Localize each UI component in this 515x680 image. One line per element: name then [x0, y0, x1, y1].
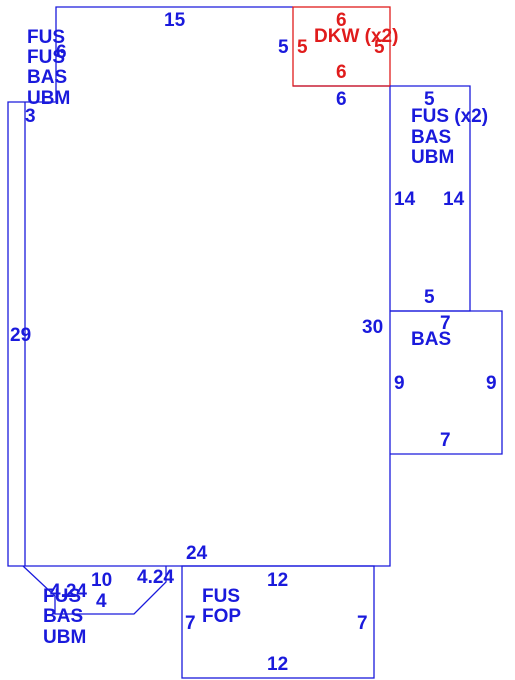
right-lower-area [390, 310, 503, 455]
dim-deck-bottom: 6 [336, 62, 347, 83]
deck-dimension-labels: 6 5 5 6 [297, 10, 385, 83]
main-area-codes: FUS FUS BAS UBM [27, 27, 70, 109]
main-area-outline [7, 6, 391, 567]
bottom-left-codes: FUS BAS UBM [43, 586, 86, 648]
right-lower-codes: BAS [411, 329, 451, 350]
dim-deck-left: 5 [297, 37, 308, 58]
bottom-left-code-2: BAS [43, 606, 83, 627]
bottom-left-code-1: FUS [43, 586, 81, 607]
dim-right-upper-right: 14 [443, 189, 465, 210]
dim-main-left: 29 [10, 325, 31, 346]
dim-main-upper-left-step: 3 [25, 106, 36, 127]
dim-porch-bottom: 12 [267, 654, 288, 675]
dim-porch-top: 12 [267, 570, 288, 591]
dim-right-lower-bottom: 7 [440, 430, 451, 451]
dim-bottom-left-d: 4.24 [137, 567, 174, 588]
main-code-3: BAS [27, 67, 67, 88]
dim-right-lower-left: 9 [394, 373, 405, 394]
dim-bottom-left-b: 10 [91, 570, 112, 591]
main-area [7, 6, 391, 567]
dimension-labels: 15 6 3 29 5 6 30 24 5 14 14 5 7 9 9 7 4.… [10, 10, 497, 675]
dim-main-bottom: 24 [186, 543, 208, 564]
dim-right-lower-top: 7 [440, 313, 451, 334]
dim-deck-bottom-outer: 6 [336, 89, 347, 110]
dim-right-lower-right: 9 [486, 373, 497, 394]
deck-outline [292, 6, 391, 87]
porch-outline [181, 565, 375, 679]
right-upper-code-3: UBM [411, 147, 454, 168]
deck-code-1: DKW (x2) [314, 26, 398, 47]
dim-right-upper-left: 14 [394, 189, 416, 210]
dim-deck-top: 6 [336, 10, 347, 31]
dim-main-right: 30 [362, 317, 383, 338]
porch-area [181, 565, 375, 679]
right-upper-code-1: FUS (x2) [411, 106, 488, 127]
porch-code-1: FUS [202, 586, 240, 607]
main-code-4: UBM [27, 88, 70, 109]
bottom-left-outline [22, 565, 167, 615]
dim-main-overlap: 6 [56, 42, 67, 63]
bottom-left-code-3: UBM [43, 627, 86, 648]
dim-right-upper-bottom: 5 [424, 287, 435, 308]
dim-main-right-upper: 5 [278, 37, 289, 58]
dim-deck-right: 5 [374, 37, 385, 58]
porch-code-2: FOP [202, 606, 241, 627]
main-code-1: FUS [27, 27, 65, 48]
right-upper-codes: FUS (x2) BAS UBM [411, 106, 488, 168]
dim-bottom-left-a: 4.24 [50, 581, 87, 602]
deck-area [292, 6, 391, 87]
deck-codes: DKW (x2) [314, 26, 398, 47]
dim-main-top: 15 [164, 10, 186, 31]
dim-bottom-left-c: 4 [96, 591, 107, 612]
right-lower-outline [390, 310, 503, 455]
main-code-2: FUS [27, 47, 65, 68]
dim-porch-right: 7 [357, 613, 368, 634]
dim-porch-left: 7 [185, 613, 196, 634]
right-upper-code-2: BAS [411, 127, 451, 148]
porch-codes: FUS FOP [202, 586, 241, 627]
bottom-left-area [22, 565, 167, 615]
dim-right-upper-top: 5 [424, 89, 435, 110]
right-lower-code-1: BAS [411, 329, 451, 350]
